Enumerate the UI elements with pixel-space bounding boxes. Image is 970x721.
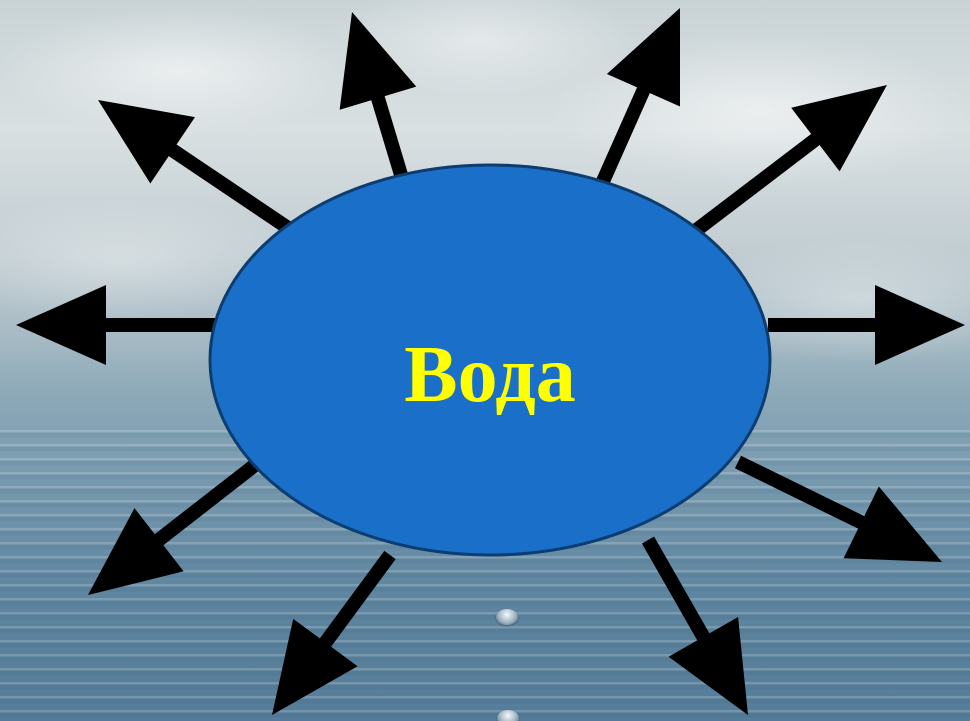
arrow (88, 465, 255, 595)
arrow-head (98, 100, 195, 183)
arrow-head (88, 508, 184, 595)
arrow (648, 540, 748, 715)
arrow (16, 285, 222, 365)
arrow-head (875, 285, 965, 365)
arrow-shaft (648, 540, 705, 640)
arrow-shaft (600, 87, 645, 188)
arrow (98, 100, 300, 236)
arrow-head (791, 85, 887, 171)
arrow-shaft (738, 462, 865, 524)
arrow-head (16, 285, 106, 365)
arrow (738, 462, 942, 562)
arrow (340, 12, 417, 188)
arrow-shaft (690, 137, 819, 235)
arrow-head (272, 619, 358, 715)
arrow (600, 8, 680, 188)
arrow-shaft (156, 465, 255, 542)
arrow (768, 285, 965, 365)
center-ellipse (210, 165, 770, 555)
arrow (690, 85, 887, 235)
arrow-head (340, 12, 417, 110)
arrow-shaft (323, 555, 390, 646)
arrow-shaft (169, 148, 300, 236)
arrow (272, 555, 390, 715)
